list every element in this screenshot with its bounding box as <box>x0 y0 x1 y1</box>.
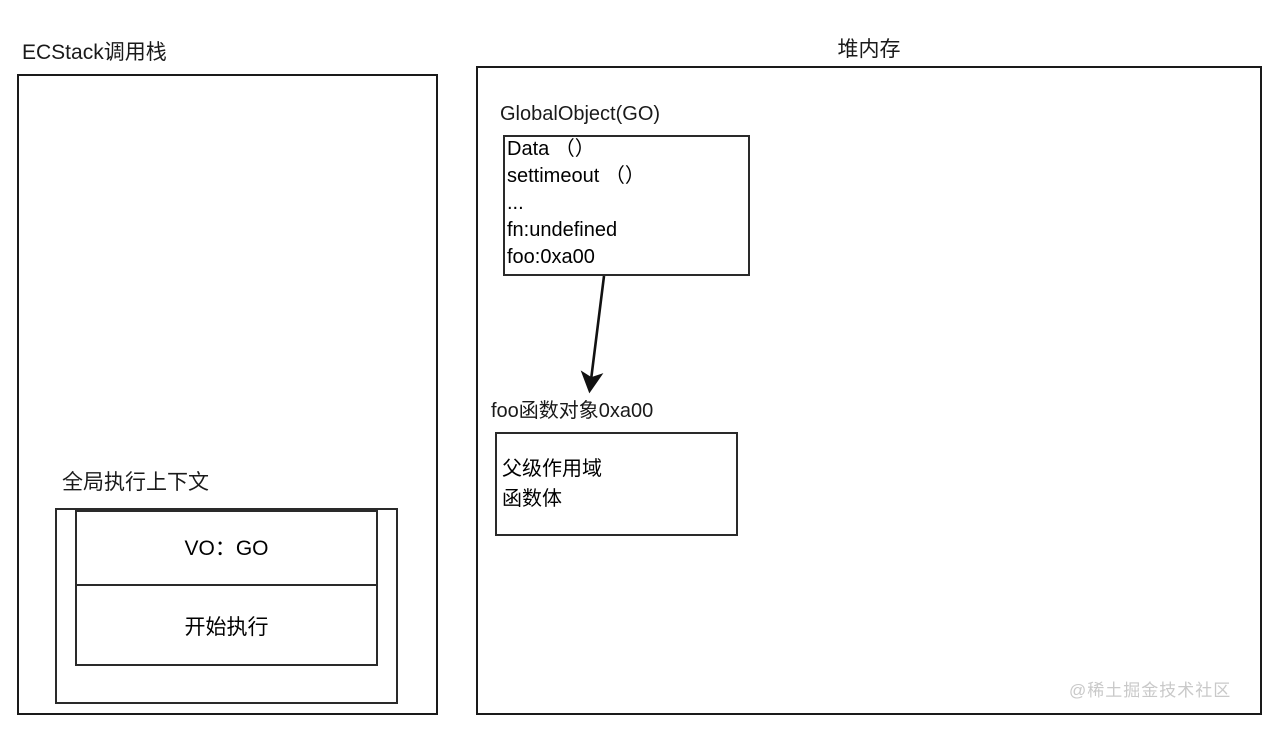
foo-function-object-entries: 父级作用域 函数体 <box>502 454 732 514</box>
heap-panel-title: 堆内存 <box>837 38 901 61</box>
global-object-entry: Data （） <box>507 138 595 160</box>
global-execution-context-outer-box <box>55 508 398 704</box>
global-execution-context-label: 全局执行上下文 <box>62 471 209 494</box>
foo-pointer-arrow-icon <box>580 275 606 394</box>
foo-function-object-box <box>495 432 738 536</box>
foo-entry: 父级作用域 <box>502 458 602 480</box>
global-object-label: GlobalObject(GO) <box>500 103 661 125</box>
global-object-box <box>503 135 750 276</box>
watermark: @稀土掘金技术社区 <box>1069 681 1232 700</box>
global-object-entry: fn:undefined <box>507 219 618 241</box>
stack-panel-title: ECStack调用栈 <box>22 41 167 64</box>
global-object-entry: ... <box>507 192 524 214</box>
global-object-entries: Data （） settimeout （） ... fn:undefined f… <box>507 136 747 271</box>
foo-function-object-label: foo函数对象0xa00 <box>491 400 654 422</box>
context-row-execute: 开始执行 <box>75 586 378 666</box>
global-object-entry: settimeout （） <box>507 165 645 187</box>
context-row-vo: VO：GO <box>75 510 378 586</box>
context-row-execute-label: 开始执行 <box>184 616 269 639</box>
stack-panel <box>17 74 438 715</box>
heap-panel <box>476 66 1262 715</box>
context-row-vo-label: VO：GO <box>184 537 269 560</box>
foo-entry: 函数体 <box>502 488 562 510</box>
global-execution-context-inner-box <box>75 510 378 666</box>
global-object-entry: foo:0xa00 <box>507 246 595 268</box>
